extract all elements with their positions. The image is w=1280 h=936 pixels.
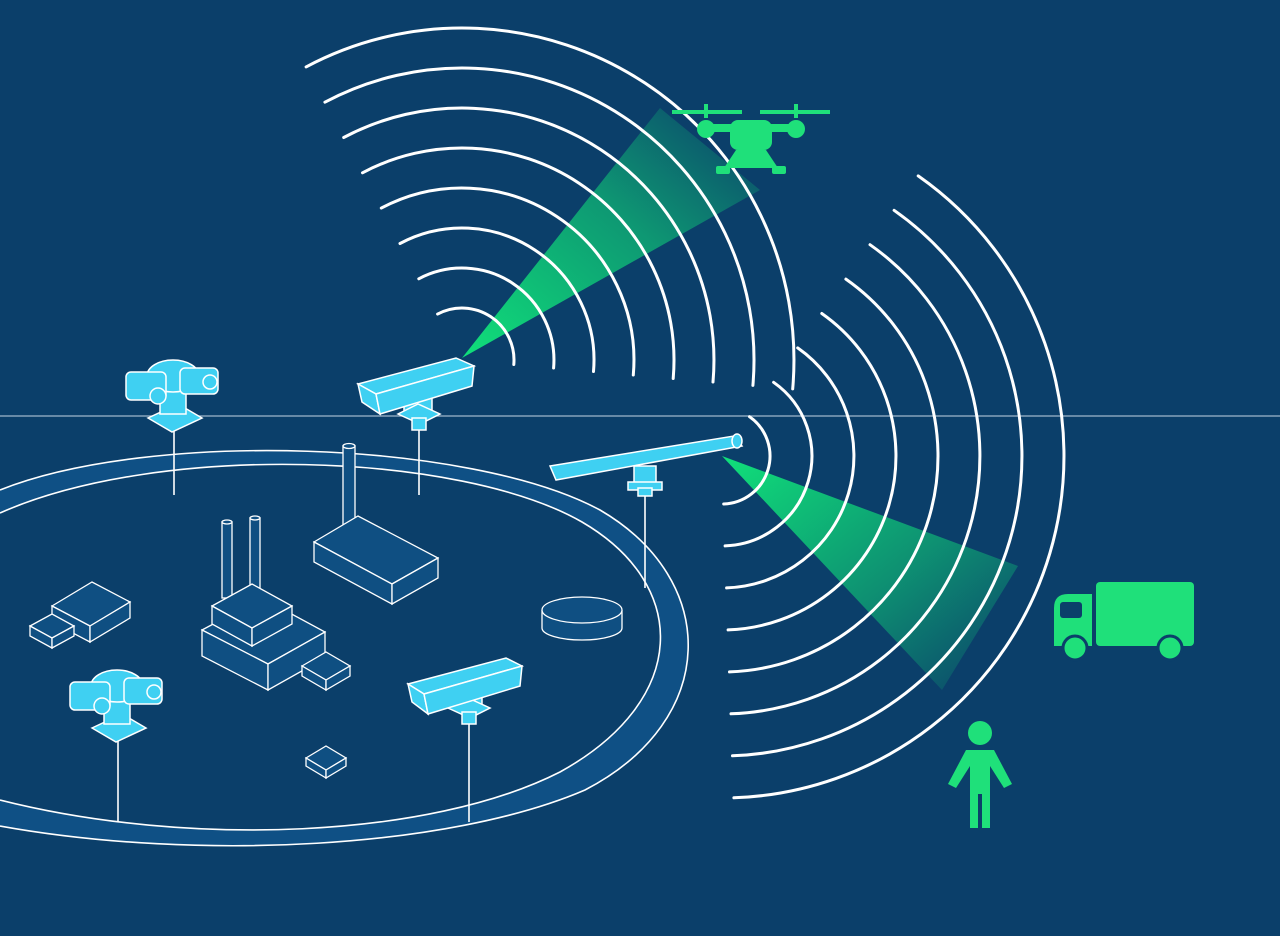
drone-icon: [672, 104, 830, 174]
factory-icon: [200, 515, 352, 692]
camera-arc: [323, 66, 756, 387]
ptz-camera-icon: [125, 359, 219, 433]
camera-arc: [304, 26, 796, 391]
radar-antenna-icon: [548, 433, 744, 497]
radar-arc: [729, 243, 982, 716]
sensor-poles: [117, 425, 646, 822]
truck-icon: [1054, 582, 1194, 662]
small-crate: [304, 745, 348, 780]
camera-arc: [379, 186, 636, 377]
radar-arc: [731, 208, 1024, 758]
chimney-building: [312, 442, 440, 606]
fixed-camera-icon: [356, 357, 477, 431]
radar-arc: [723, 380, 814, 548]
camera-arc: [361, 146, 676, 380]
radar-beam: [722, 456, 1018, 690]
camera-arc: [398, 226, 596, 373]
radar-detection-arcs: [722, 174, 1066, 800]
radar-arc: [728, 277, 940, 674]
person-icon: [948, 721, 1012, 828]
camera-arc: [436, 306, 516, 366]
perimeter-fence: [0, 449, 689, 847]
camera-detection-arcs: [304, 26, 796, 391]
camera-arc: [342, 106, 716, 384]
storage-tank-icon: [541, 596, 623, 641]
camera-arc: [417, 266, 556, 370]
radar-arc: [732, 174, 1066, 800]
radar-arc: [722, 415, 772, 506]
radar-arc: [725, 346, 856, 590]
radar-arc: [726, 312, 898, 632]
ptz-camera-icon: [69, 669, 163, 743]
small-building-left: [28, 581, 132, 650]
fixed-camera-icon: [406, 657, 525, 725]
